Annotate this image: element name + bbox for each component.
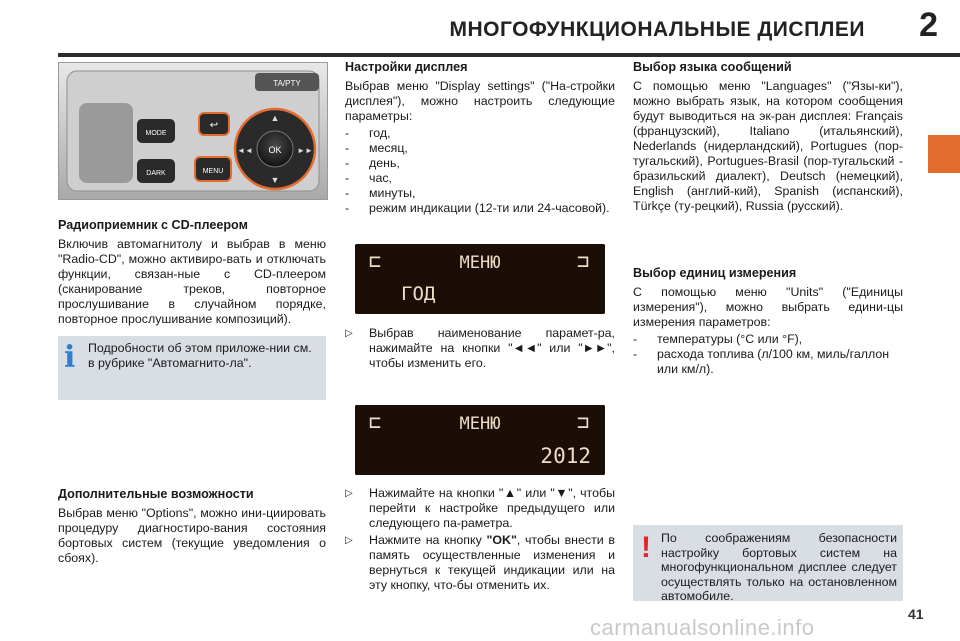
display-settings-text: Выбрав меню "Display settings" ("На-стро… [345, 79, 615, 123]
step-text: Нажимайте на кнопки "▲" или "▼", чтобы п… [369, 486, 615, 530]
dark-button-label: DARK [146, 170, 166, 177]
list-item: год, [345, 126, 615, 141]
page-number: 41 [908, 606, 924, 622]
info-icon: i [64, 340, 76, 375]
step-change-value: ▷ Выбрав наименование парамет-ра, нажима… [345, 326, 615, 371]
list-item: режим индикации (12-ти или 24-часовой). [345, 201, 615, 216]
chapter-number: 2 [919, 6, 938, 44]
page-title: МНОГОФУНКЦИОНАЛЬНЫЕ ДИСПЛЕИ [449, 18, 865, 41]
lcd-menu-label: МЕНЮ [460, 414, 501, 434]
languages-section: Выбор языка сообщений С помощью меню "La… [633, 60, 903, 214]
step-arrow-icon: ▷ [345, 328, 353, 339]
languages-text: С помощью меню "Languages" ("Язы-ки"), м… [633, 79, 903, 213]
lcd-display-year: ⊏ МЕНЮ ⊐ ГОД [355, 244, 605, 314]
units-heading: Выбор единиц измерения [633, 266, 797, 280]
list-item: температуры (°C или °F), [633, 332, 903, 347]
radio-panel-image: TA/PTY MODE DARK ↩ MENU OK ▲ ▼ ◄◄ ►► [58, 62, 328, 200]
units-text: С помощью меню "Units" ("Единицы измерен… [633, 285, 903, 329]
radio-cd-section: Радиоприемник с CD-плеером Включив автом… [58, 218, 326, 327]
units-list: температуры (°C или °F), расхода топлива… [633, 332, 903, 377]
step-text: , чтобы внести в память осуществленные и… [369, 533, 615, 592]
step-text: Нажмите на кнопку [369, 533, 487, 547]
options-heading: Дополнительные возможности [58, 487, 254, 501]
radio-cd-text: Включив автомагнитолу и выбрав в меню "R… [58, 237, 326, 326]
step-text: Выбрав наименование парамет-ра, нажимайт… [369, 326, 615, 370]
header-rule [58, 53, 960, 57]
up-arrow-icon: ▲ [271, 113, 280, 123]
units-section: Выбор единиц измерения С помощью меню "U… [633, 266, 903, 377]
list-item: месяц, [345, 141, 615, 156]
display-settings-section: Настройки дисплея Выбрав меню "Display s… [345, 60, 615, 216]
radio-cd-heading: Радиоприемник с CD-плеером [58, 218, 248, 232]
page-header: МНОГОФУНКЦИОНАЛЬНЫЕ ДИСПЛЕИ 2 [0, 0, 960, 52]
display-settings-heading: Настройки дисплея [345, 60, 468, 74]
forward-icon: ►► [297, 146, 313, 155]
ok-label: "OK" [486, 533, 517, 547]
list-item: час, [345, 171, 615, 186]
ok-button-label: OK [268, 145, 281, 155]
down-arrow-icon: ▼ [271, 175, 280, 185]
warning-note: ! По соображениям безопасности настройку… [633, 525, 903, 603]
info-note-text: Подробности об этом приложе-нии см. в ру… [88, 341, 312, 370]
watermark: carmanualsonline.info [590, 615, 815, 640]
step-navigate: ▷ Нажимайте на кнопки "▲" или "▼", чтобы… [345, 486, 615, 593]
lcd-left-bracket-icon: ⊏ [369, 249, 381, 273]
lcd-value: 2012 [540, 444, 591, 468]
lcd-value: ГОД [401, 283, 436, 305]
languages-heading: Выбор языка сообщений [633, 60, 792, 74]
menu-button-label: MENU [203, 168, 224, 175]
list-item: расхода топлива (л/100 км, миль/галлон и… [633, 347, 903, 377]
back-icon: ↩ [210, 120, 218, 131]
lcd-right-bracket-icon: ⊐ [577, 410, 589, 434]
lcd-left-bracket-icon: ⊏ [369, 410, 381, 434]
display-settings-list: год, месяц, день, час, минуты, режим инд… [345, 126, 615, 216]
warning-icon: ! [641, 531, 651, 564]
info-note: i Подробности об этом приложе-нии см. в … [58, 336, 326, 400]
chapter-tab-marker [928, 135, 960, 173]
options-section: Дополнительные возможности Выбрав меню "… [58, 487, 326, 566]
lcd-menu-label: МЕНЮ [460, 253, 501, 273]
list-item: минуты, [345, 186, 615, 201]
mode-button-label: MODE [146, 130, 167, 137]
rewind-icon: ◄◄ [237, 146, 253, 155]
step-arrow-icon: ▷ [345, 535, 353, 546]
lcd-right-bracket-icon: ⊐ [577, 249, 589, 273]
options-text: Выбрав меню "Options", можно ини-циирова… [58, 506, 326, 565]
list-item: день, [345, 156, 615, 171]
warning-text: По соображениям безопасности настройку б… [661, 531, 897, 603]
lcd-display-value: ⊏ МЕНЮ ⊐ 2012 [355, 405, 605, 475]
step-arrow-icon: ▷ [345, 488, 353, 499]
ta-button-label: TA/PTY [273, 79, 301, 88]
